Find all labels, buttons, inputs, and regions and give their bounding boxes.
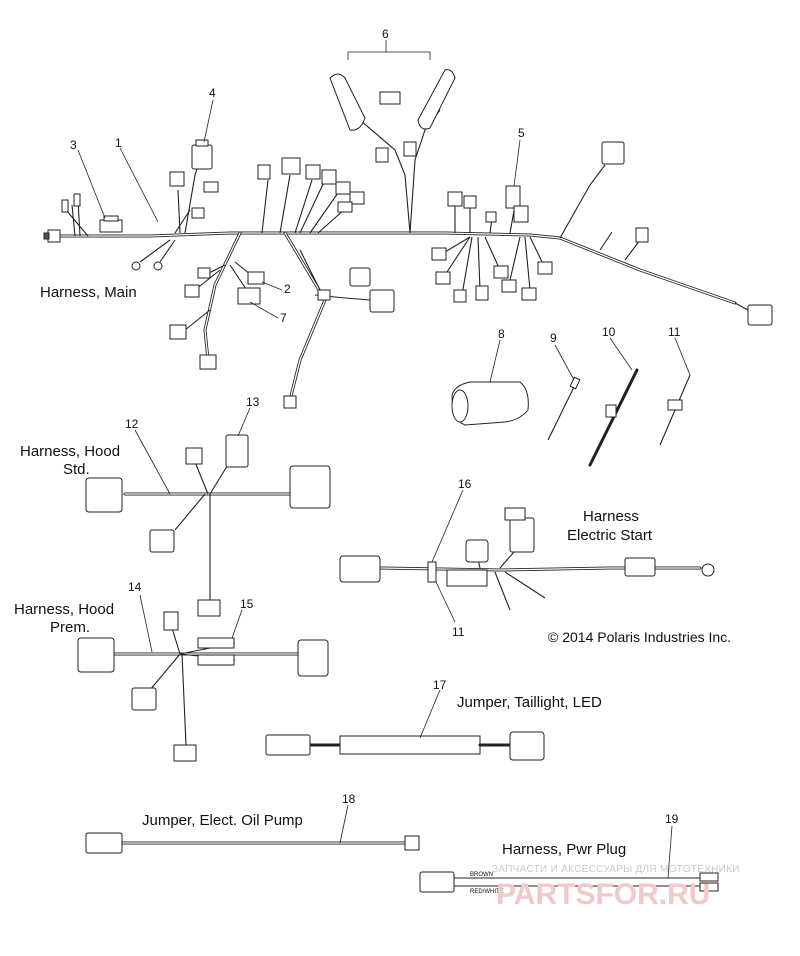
hood-std-right-connector: [289, 465, 331, 509]
taillight-right-connector: [509, 731, 545, 761]
wire-label-brown: BROWN: [470, 872, 493, 878]
label-harness-main: Harness, Main: [40, 284, 137, 301]
oil-pump-left-connector: [85, 832, 123, 854]
callouts: 1 2 3 4 5 6 7 8 9 10 11 11 12 13 14 15 1…: [70, 27, 681, 826]
electric-start-left-connector: [339, 555, 381, 583]
harness-electric-start: [339, 507, 715, 611]
callout-17: 17: [433, 678, 447, 692]
connector-upper-right: [601, 141, 625, 165]
label-jumper-taillight: Jumper, Taillight, LED: [457, 694, 602, 711]
callout-2: 2: [284, 282, 291, 296]
connector-item-7: [237, 287, 261, 305]
callout-14: 14: [128, 580, 142, 594]
callout-8: 8: [498, 327, 505, 341]
callout-7: 7: [280, 311, 287, 325]
cable-tie-item-9: [569, 376, 581, 390]
label-harness-hood-prem-line2: Prem.: [50, 619, 90, 636]
callout-9: 9: [550, 331, 557, 345]
main-harness: [43, 51, 773, 409]
callout-19: 19: [665, 812, 679, 826]
watermark-line2: PARTSFOR.RU: [496, 878, 710, 911]
connector-item-15: [197, 637, 235, 649]
label-harness-pwr-plug: Harness, Pwr Plug: [502, 841, 626, 858]
connector-item-13: [225, 434, 249, 468]
jumper-taillight: [265, 731, 545, 761]
callout-5: 5: [518, 126, 525, 140]
taillight-left-connector: [265, 734, 311, 756]
connector-item-5: [505, 185, 521, 209]
cable-tie-item-10: [605, 404, 617, 418]
callout-15: 15: [240, 597, 254, 611]
wire-label-red-white: RED/WHITE: [470, 889, 504, 895]
connector-main-right-end: [747, 304, 773, 326]
callout-11-lower: 11: [452, 625, 465, 639]
leader-lines: [77, 40, 691, 879]
connector-lower-middle: [369, 289, 395, 313]
callout-6: 6: [382, 27, 389, 41]
taillight-sleeve: [339, 735, 481, 755]
hood-prem-left-connector: [77, 637, 115, 673]
label-harness-hood-prem-line1: Harness, Hood: [14, 601, 114, 618]
connector-item-2: [247, 271, 265, 285]
pwr-plug-connector: [419, 871, 455, 893]
harness-hood-std: [85, 434, 331, 617]
copyright-text: © 2014 Polaris Industries Inc.: [548, 629, 731, 645]
main-left-end-connector: [47, 229, 61, 243]
callout-18: 18: [342, 792, 356, 806]
watermark: ЗАПЧАСТИ И АКСЕССУАРЫ ДЛЯ МОТОТЕХНИКИ PA…: [492, 864, 740, 911]
section-labels: Harness, Main Harness, Hood Std. Harness…: [14, 284, 731, 858]
ring-terminal: [701, 563, 715, 577]
fuse-holder-left: [329, 73, 366, 131]
relay-connector: [99, 219, 123, 233]
callout-13: 13: [246, 395, 260, 409]
connector-item-4: [191, 144, 213, 170]
callout-16: 16: [458, 477, 472, 491]
hood-prem-right-connector: [297, 639, 329, 677]
callout-1: 1: [115, 136, 122, 150]
callout-11-upper: 11: [668, 325, 681, 339]
callout-12: 12: [125, 417, 139, 431]
cable-tie-item-11: [667, 399, 683, 411]
callout-10: 10: [602, 325, 616, 339]
jumper-oil-pump: [85, 832, 420, 854]
electric-start-relay-connector: [509, 517, 535, 553]
label-harness-electric-start-line2: Electric Start: [567, 527, 653, 544]
label-harness-hood-std-line1: Harness, Hood: [20, 443, 120, 460]
label-harness-hood-std-line2: Std.: [63, 461, 90, 478]
label-harness-electric-start-line1: Harness: [583, 508, 639, 525]
callout-4: 4: [209, 86, 216, 100]
oil-pump-right-connector: [404, 835, 420, 851]
watermark-line1: ЗАПЧАСТИ И АКСЕССУАРЫ ДЛЯ МОТОТЕХНИКИ: [492, 864, 740, 875]
harness-hood-prem: [77, 611, 329, 762]
accessory-parts: [451, 368, 691, 467]
callout-3: 3: [70, 138, 77, 152]
fuse: [379, 91, 401, 105]
harness-pwr-plug: BROWN RED/WHITE: [419, 871, 719, 895]
fuse-holder-right: [417, 69, 456, 130]
hood-std-left-connector: [85, 477, 123, 513]
label-jumper-oil-pump: Jumper, Elect. Oil Pump: [142, 812, 303, 829]
